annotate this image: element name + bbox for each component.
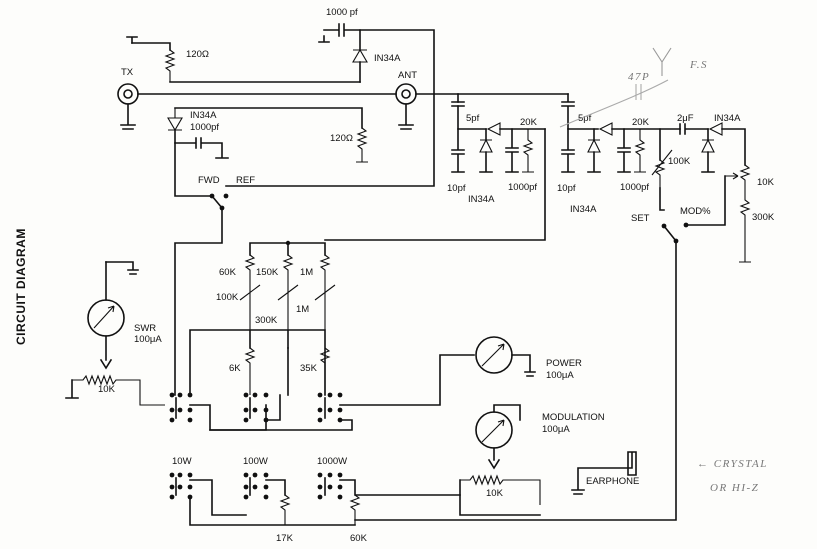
r1m-a-label: 1M — [300, 267, 313, 278]
c2uf-label: 2μF — [677, 113, 694, 124]
hiz-handwritten: OR HI-Z — [710, 482, 759, 494]
fwd-ref-switch[interactable] — [174, 194, 224, 396]
r60k-b-label: 60K — [350, 533, 368, 544]
r1m-b-label: 1M — [296, 304, 309, 315]
r120-top-label: 120Ω — [186, 49, 209, 60]
r20k-1-label: 20K — [520, 117, 538, 128]
r300k-mod-label: 300K — [752, 212, 775, 223]
earphone-label: EARPHONE — [586, 476, 639, 487]
modulation-range-label: 100μA — [542, 424, 570, 435]
ref-label: REF — [236, 175, 255, 186]
diode-fwd — [167, 108, 183, 132]
d-in34a-2-label: IN34A — [570, 204, 597, 215]
diode-in34a-1 — [479, 138, 493, 153]
c1000pf-1-label: 1000pf — [508, 182, 537, 193]
ant-connector — [395, 83, 417, 130]
fwd-label: FWD — [198, 175, 220, 186]
r20k-2-label: 20K — [632, 117, 650, 128]
r6k-label: 6K — [229, 363, 241, 374]
c5pf-2-label: 5pf — [578, 113, 592, 124]
swr-label: SWR — [134, 323, 156, 334]
power-range-label: 100μA — [546, 370, 574, 381]
diode-top — [352, 48, 368, 63]
power-range-switch-2[interactable] — [243, 472, 269, 500]
power-label: POWER — [546, 358, 582, 369]
tx-connector — [117, 83, 139, 130]
r100k-set-label: 100K — [668, 156, 691, 167]
modulation-label: MODULATION — [542, 412, 605, 423]
c1000-top-label: 1000 pf — [326, 7, 358, 18]
resistor-120-mid — [356, 127, 368, 163]
mod-label: MOD% — [680, 206, 711, 217]
swr-range-label: 100μA — [134, 334, 162, 345]
earphone-jack — [571, 451, 637, 495]
c10pf-1-label: 10pf — [447, 183, 466, 194]
r10k-swr-label: 10K — [98, 384, 116, 395]
d-in34a-3-label: IN34A — [714, 113, 741, 124]
power-meter — [475, 336, 513, 374]
r100k-label: 100K — [216, 292, 239, 303]
w1000-label: 1000W — [317, 456, 347, 467]
c10pf-2-label: 10pf — [557, 183, 576, 194]
resistor-120-top — [164, 49, 176, 82]
r150k-label: 150K — [256, 267, 279, 278]
r60k-label: 60K — [219, 267, 237, 278]
range-switch-3[interactable] — [317, 392, 343, 423]
fs-handwritten: F.S — [689, 59, 708, 71]
r300k-label: 300K — [255, 315, 278, 326]
diagram-title: CIRCUIT DIAGRAM — [14, 228, 28, 345]
c1000-fwd-label: 1000pf — [190, 122, 219, 133]
crystal-handwritten: ← CRYSTAL — [697, 458, 768, 470]
power-range-switch-1[interactable] — [169, 472, 193, 500]
r10k-mod-label: 10K — [757, 177, 775, 188]
range-switch-2[interactable] — [243, 392, 269, 423]
d-in34a-1-label: IN34A — [468, 194, 495, 205]
swr-meter — [87, 299, 125, 337]
c5pf-1-label: 5pf — [466, 113, 480, 124]
d-fwd-label: IN34A — [190, 110, 217, 121]
r17k-label: 17K — [276, 533, 294, 544]
r120-mid-label: 120Ω — [330, 133, 353, 144]
c1000pf-2-label: 1000pf — [620, 182, 649, 193]
power-range-switch-3[interactable] — [317, 472, 343, 500]
ant-label: ANT — [398, 70, 417, 81]
r35k-label: 35K — [300, 363, 318, 374]
set-label: SET — [631, 213, 650, 224]
d-top-label: IN34A — [374, 53, 401, 64]
w10-label: 10W — [172, 456, 192, 467]
set-mod-switch[interactable] — [354, 224, 678, 521]
tx-label: TX — [121, 67, 134, 78]
range-switch-1[interactable] — [169, 392, 193, 423]
c47p-handwritten: 47P — [628, 71, 650, 83]
r10k-meter-label: 10K — [486, 488, 504, 499]
w100-label: 100W — [243, 456, 268, 467]
wire — [131, 42, 171, 51]
